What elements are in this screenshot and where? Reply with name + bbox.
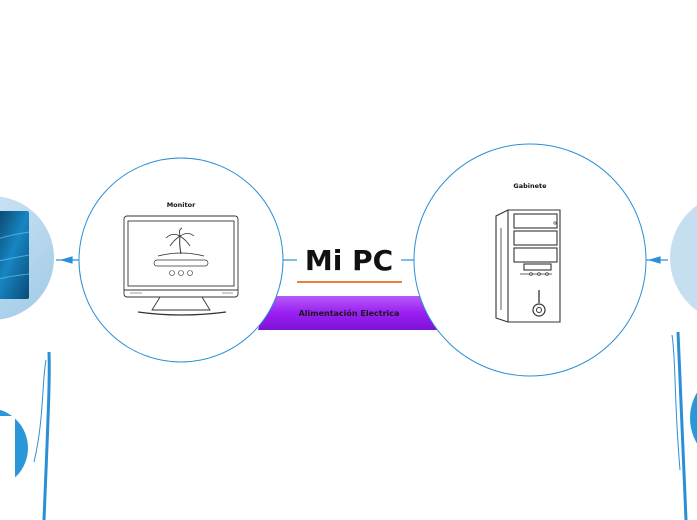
left-connector-curve: [42, 351, 51, 520]
desktop-tower-icon: [495, 209, 561, 323]
right-connector-curve: [676, 331, 688, 520]
bottom-left-bubble[interactable]: [0, 408, 28, 498]
left-side-bubble[interactable]: [0, 196, 54, 320]
central-topic[interactable]: Mi PC: [297, 244, 402, 283]
monitor-icon: [123, 215, 239, 316]
monitor-node[interactable]: Monitor: [78, 157, 284, 363]
power-label: Alimentación Electrica: [299, 308, 400, 318]
monitor-label: Monitor: [167, 201, 196, 209]
power-node[interactable]: Alimentación Electrica: [258, 296, 442, 330]
gabinete-node[interactable]: Gabinete: [413, 143, 647, 377]
bottom-right-bubble[interactable]: [690, 368, 697, 468]
connectors: [56, 256, 668, 264]
gabinete-label: Gabinete: [513, 182, 547, 190]
right-side-bubble[interactable]: [670, 193, 697, 323]
screen-image-thumbnail: [0, 211, 29, 299]
page-title: Mi PC: [305, 244, 393, 277]
